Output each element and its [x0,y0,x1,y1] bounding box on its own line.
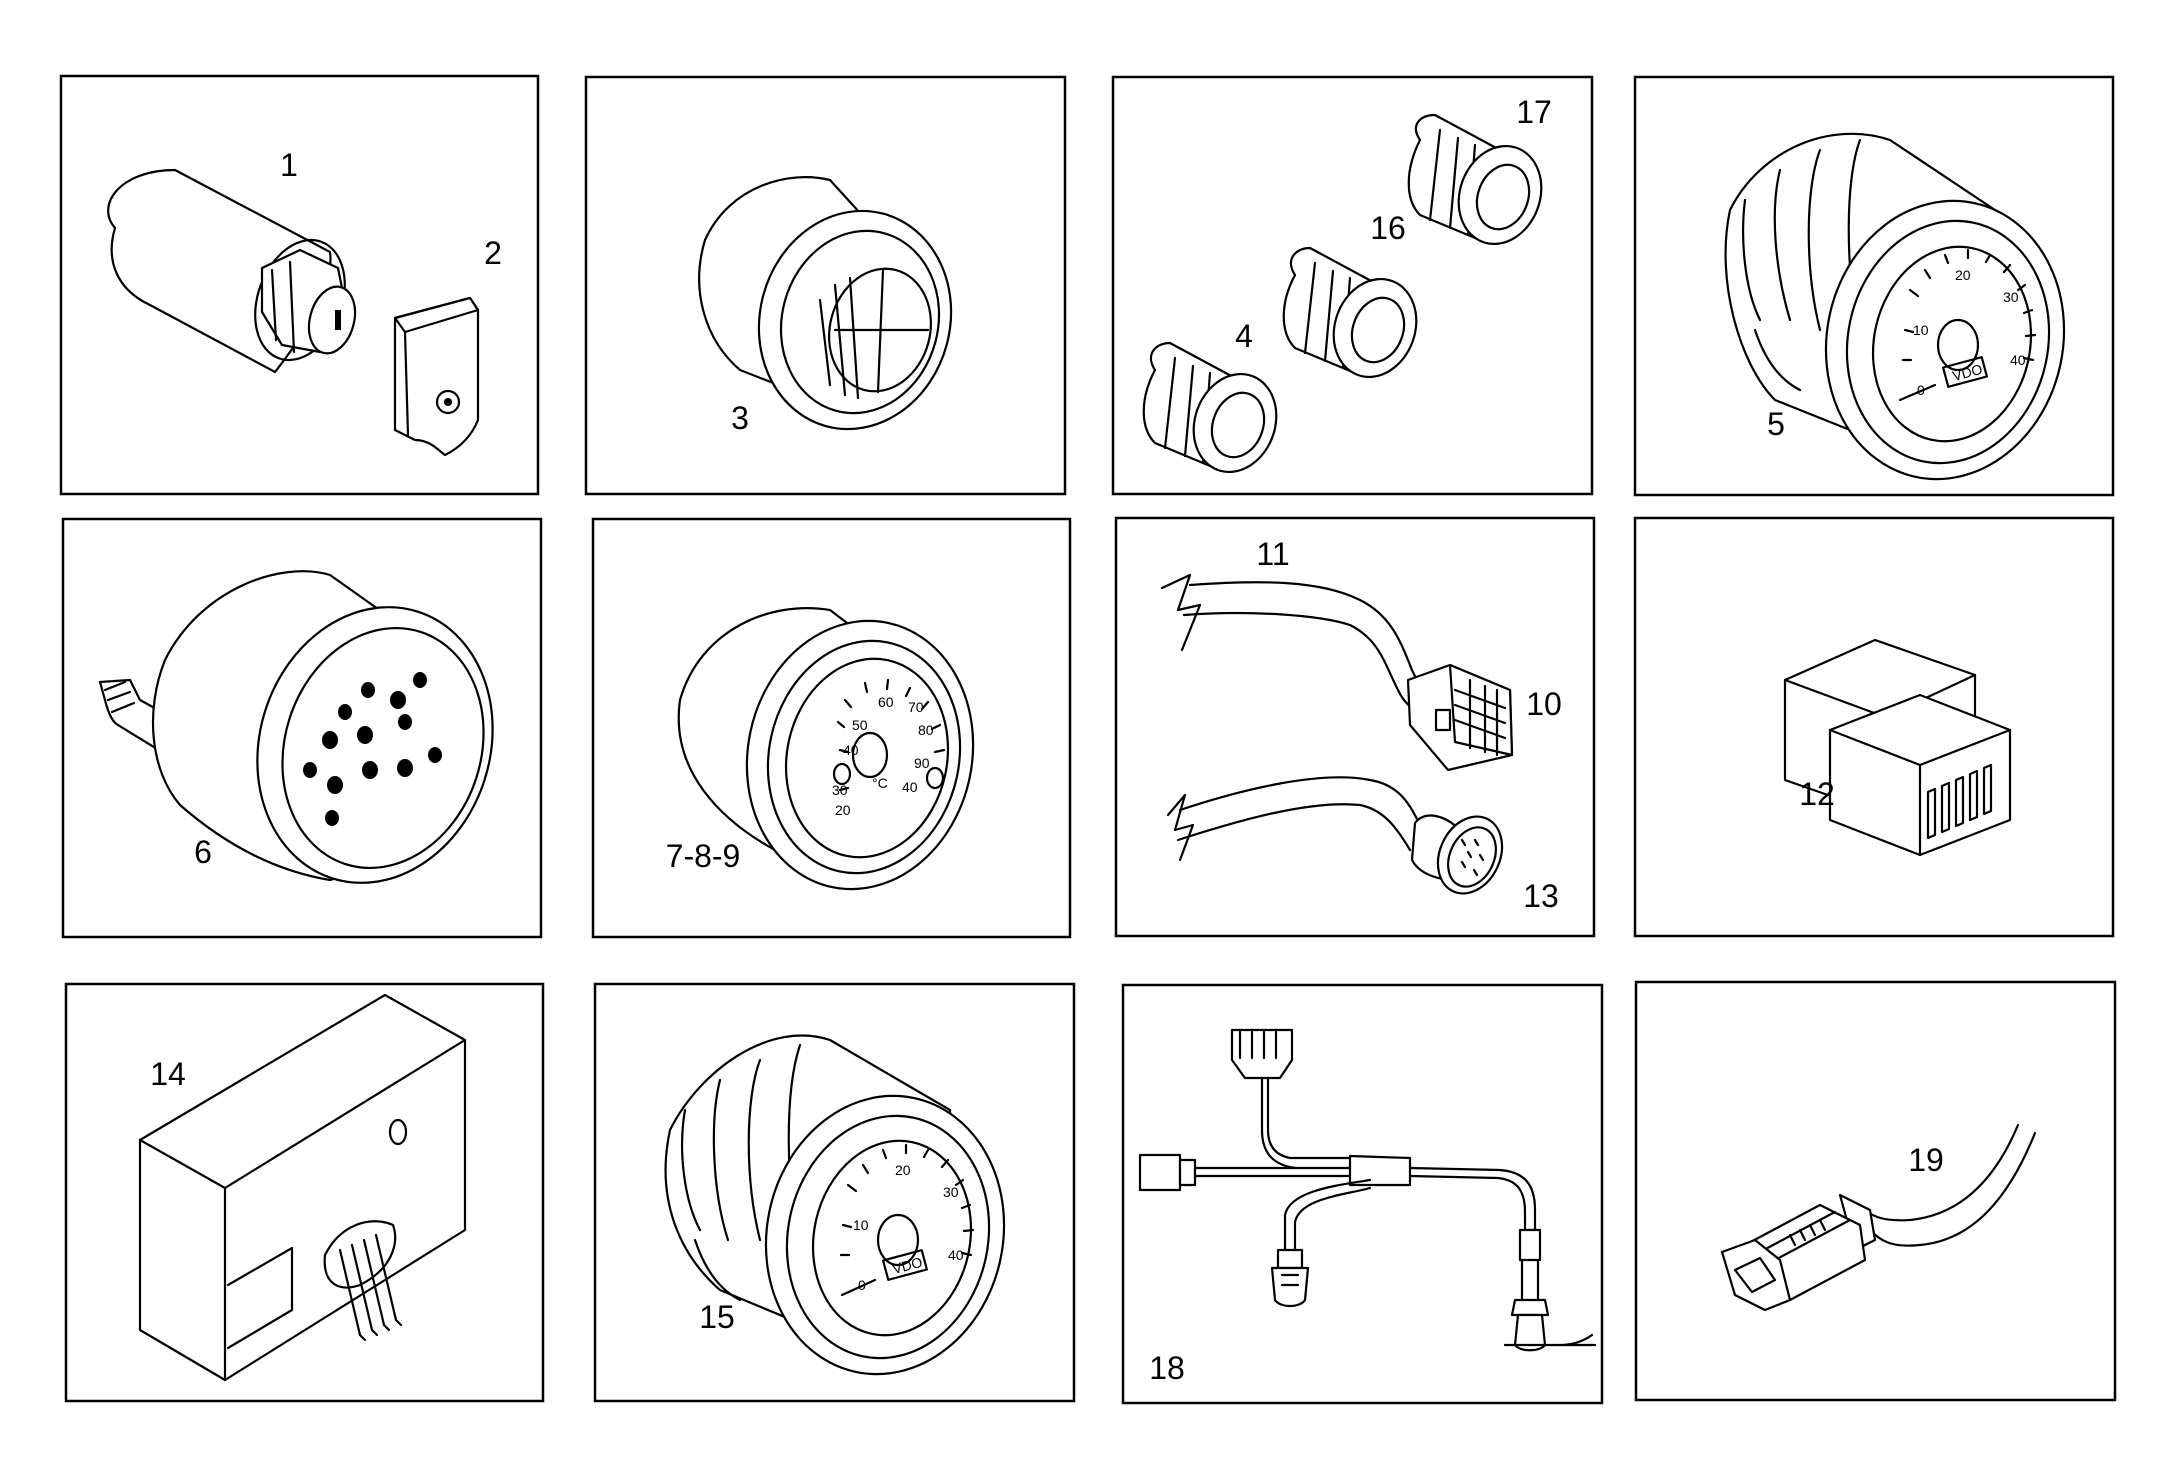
callout-10: 10 [1526,686,1562,722]
callout-13: 13 [1523,878,1559,914]
part-2-key [393,296,480,457]
callout-7-8-9: 7-8-9 [666,838,741,874]
part-4-bulb-holder [1142,341,1278,474]
panel-frame-3 [1111,75,1594,496]
speedo2-tick-0: 0 [858,1277,866,1293]
speedo-tick-20: 20 [1955,267,1971,283]
speedo-tick-10: 10 [1913,322,1929,338]
callout-6: 6 [194,834,212,870]
part-13-round-connector [1166,776,1504,895]
callout-17: 17 [1516,94,1552,130]
temp-tick-low: 20 [835,802,851,818]
speedo-brand: VDO [1951,361,1985,384]
part-6-gauge-back [98,570,494,884]
callout-15: 15 [699,1299,735,1335]
temp-tick-70: 80 [918,722,934,738]
speedo-tick-40: 40 [2010,352,2026,368]
panel-frame-11 [1121,983,1604,1405]
panel-frame-2 [584,75,1067,496]
speedo2-tick-30: 30 [943,1184,959,1200]
part-3-buzzer [698,176,953,431]
panel-frame-1 [59,74,540,496]
part-11-cable [1160,573,1432,717]
speedo2-brand: VDO [891,1254,925,1277]
callout-11: 11 [1256,536,1289,572]
temp-unit: °C [872,775,888,791]
speedo-tick-0: 0 [1917,382,1925,398]
speedo2-tick-10: 10 [853,1217,869,1233]
temp-tick-30: 40 [843,742,859,758]
part-19-connector [1720,1123,2037,1312]
part-5-speedometer: 10 20 30 40 0 VDO [1724,132,2066,481]
temp-tick-50: 60 [878,694,894,710]
temp-tick-60: 70 [908,699,924,715]
part-17-bulb-holder [1407,113,1543,246]
part-10-connector [1406,663,1514,772]
part-18-wiring-harness [1138,1028,1597,1352]
callout-19: 19 [1908,1142,1944,1178]
panel-frame-8 [1633,516,2115,938]
part-7-8-9-gauge: 40 50 60 70 80 90 40 30 20 °C [677,607,975,891]
panel-frame-12 [1634,980,2117,1402]
temp-tick-20: 30 [832,782,848,798]
callout-2: 2 [484,235,502,271]
temp-tick-90: 40 [902,779,918,795]
speedo2-tick-20: 20 [895,1162,911,1178]
part-12-switch-block [1783,638,2012,857]
part-15-speedometer: 10 20 30 40 0 VDO [664,1034,1006,1376]
panel-frame-4 [1633,75,2115,497]
temp-tick-40: 50 [852,717,868,733]
part-14-control-box [138,993,467,1382]
part-16-bulb-holder [1282,246,1418,379]
temp-tick-80: 90 [914,755,930,771]
callout-4: 4 [1235,318,1253,354]
callout-14: 14 [150,1056,186,1092]
callout-1: 1 [280,147,298,183]
speedo-tick-30: 30 [2003,289,2019,305]
panel-frame-9 [64,982,545,1403]
callout-18: 18 [1149,1350,1185,1386]
callout-12: 12 [1799,776,1835,812]
panel-frame-7 [1114,516,1596,938]
speedo2-tick-40: 40 [948,1247,964,1263]
panel-frame-5 [61,517,543,939]
callout-5: 5 [1767,406,1785,442]
callout-16: 16 [1370,210,1406,246]
part-1-sender [107,168,357,374]
panel-frame-6 [591,517,1072,939]
panel-frame-10 [593,982,1076,1403]
callout-3: 3 [731,400,749,436]
